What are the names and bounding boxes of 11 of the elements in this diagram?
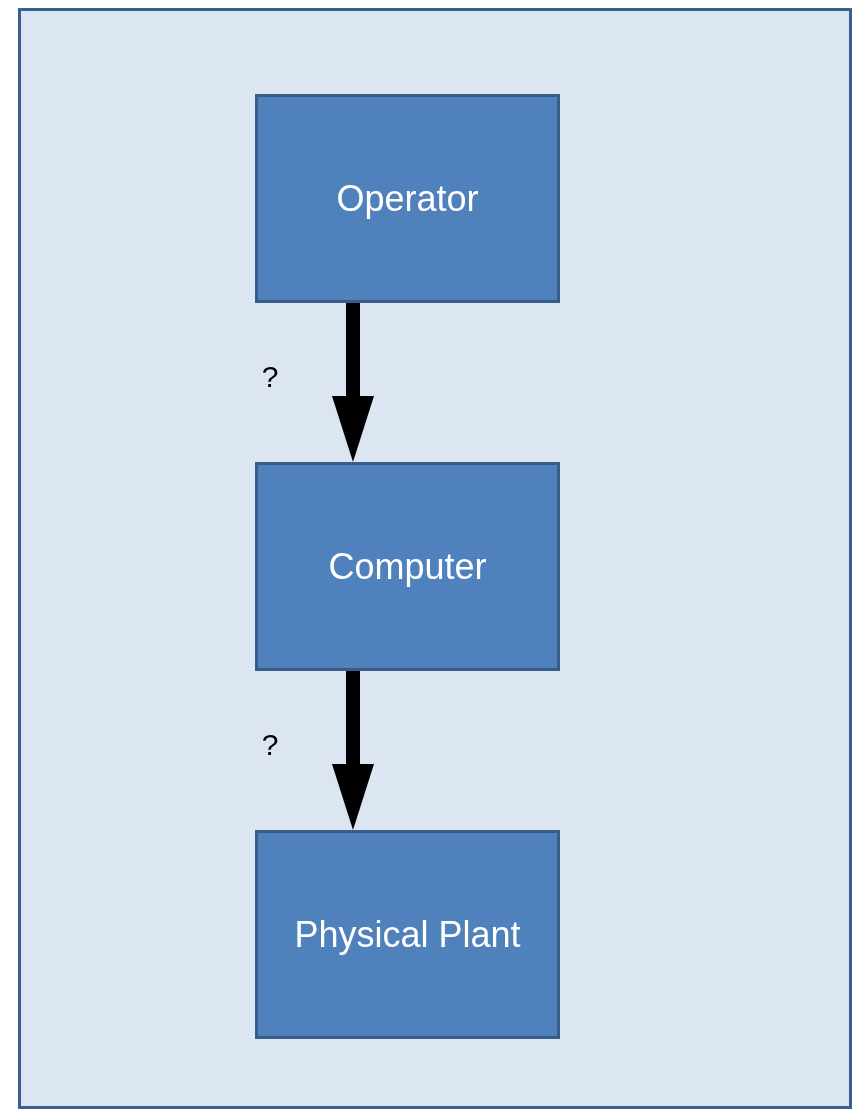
panel-background <box>18 8 852 1109</box>
box-label: Physical Plant <box>293 913 522 956</box>
arrow <box>332 303 374 462</box>
process-box <box>255 94 560 303</box>
arrow <box>332 671 374 830</box>
box-label: Operator <box>335 177 480 220</box>
edge-label: ? <box>261 359 279 394</box>
box-label: Computer <box>327 545 488 588</box>
process-box <box>255 462 560 671</box>
edge-label: ? <box>261 727 279 762</box>
process-box <box>255 830 560 1039</box>
